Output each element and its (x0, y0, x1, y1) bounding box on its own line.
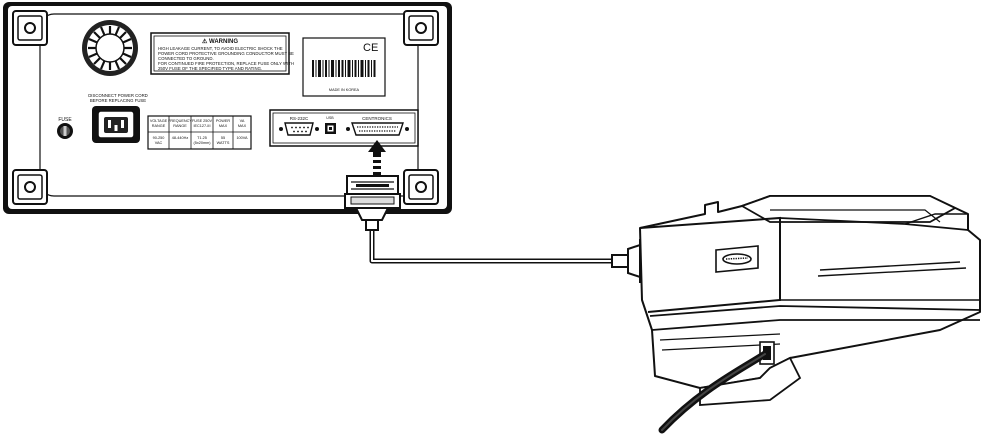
centronics-port (346, 123, 409, 135)
interface-port-panel: RS-232C USB CENTRONICS (270, 110, 418, 146)
ratings-header: VA (240, 119, 245, 123)
made-in-text: MADE IN KOREA (329, 88, 360, 92)
corner-foot-top-right (404, 11, 438, 45)
ratings-header: FREQUENCY (168, 119, 192, 123)
centronics-label: CENTRONICS (362, 116, 392, 121)
ratings-header: RANGE (173, 124, 187, 128)
ratings-value: 90-250 (153, 136, 165, 140)
ratings-table: VOLTAGE RANGE FREQUENCY RANGE FUSE 250V … (148, 116, 251, 149)
warning-title: ⚠ WARNING (202, 38, 238, 45)
rs232c-label: RS-232C (290, 116, 309, 121)
usb-label: USB (326, 116, 334, 120)
ratings-header: MAX (238, 124, 247, 128)
ratings-value: (5x20mm) (193, 141, 211, 145)
warning-label: ⚠ WARNING HIGH LEAKAGE CURRENT, TO AVOID… (151, 33, 294, 74)
printer-cable (345, 176, 671, 286)
printer (640, 196, 980, 405)
ratings-header: RANGE (152, 124, 166, 128)
ratings-value: 55 (221, 136, 225, 140)
power-caption: BEFORE REPLACING FUSE (90, 98, 146, 103)
corner-foot-bottom-right (404, 170, 438, 204)
ratings-header: IEC127-III (193, 124, 210, 128)
cable-connector-instrument (345, 176, 400, 230)
ratings-value: T1.25 (197, 136, 207, 140)
ratings-header: FUSE 250V (192, 119, 213, 123)
ratings-value: VAC (155, 141, 163, 145)
fuse-holder: FUSE (57, 117, 73, 139)
ce-mark: CE (363, 42, 378, 54)
ratings-header: MAX (219, 124, 228, 128)
ratings-header: VOLTAGE (150, 119, 168, 123)
corner-foot-top-left (13, 11, 47, 45)
ratings-header: POWER (216, 119, 231, 123)
power-inlet: DISCONNECT POWER CORD BEFORE REPLACING F… (88, 93, 148, 143)
corner-foot-bottom-left (13, 170, 47, 204)
cooling-fan (82, 20, 138, 76)
fuse-label: FUSE (58, 117, 72, 123)
ratings-value: 100VA (236, 136, 248, 140)
printer-parallel-port (716, 246, 758, 272)
usb-port (325, 123, 336, 134)
warning-line: 250V FUSE OF THE SPECIFIED TYPE AND RATI… (158, 66, 262, 71)
ce-barcode-label: CE MADE IN KOREA (303, 38, 385, 96)
ratings-value: WATTS (217, 141, 230, 145)
ratings-value: 48-440Hz (172, 136, 189, 140)
